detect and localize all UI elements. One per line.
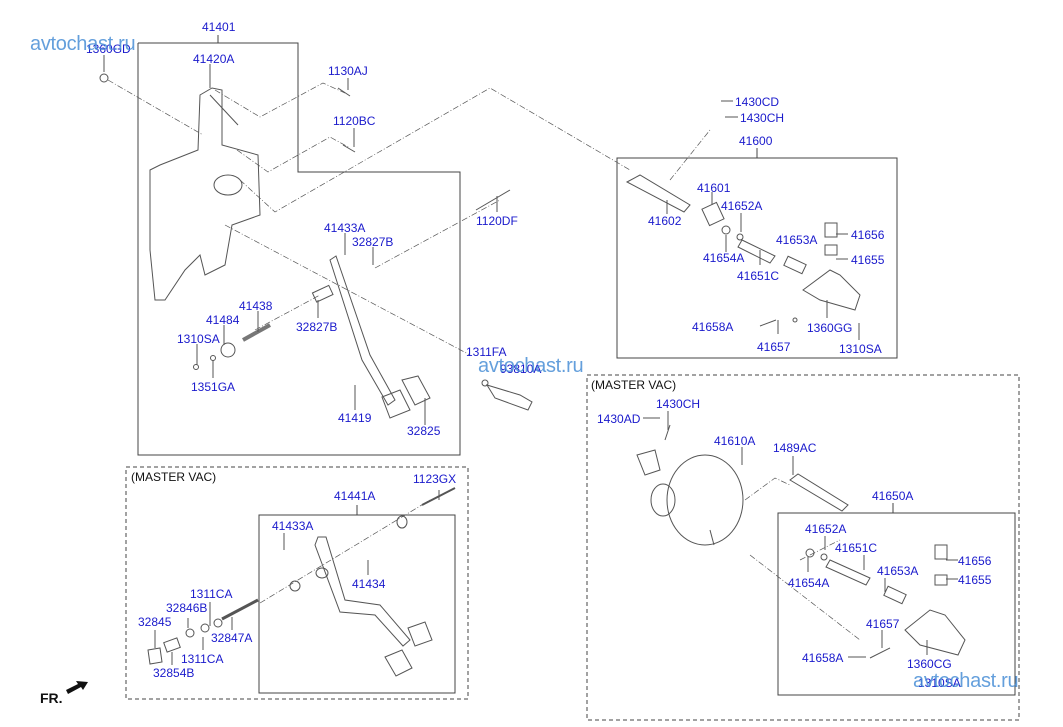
label-41602[interactable]: 41602 <box>648 214 682 228</box>
pedal-arm-master-vac <box>315 537 410 646</box>
label-41651C[interactable]: 41651C <box>737 269 780 283</box>
label-41656[interactable]: 41656 <box>851 228 885 242</box>
frame-41650A <box>778 513 1015 695</box>
label-32827B-top[interactable]: 32827B <box>352 235 394 249</box>
label-41655[interactable]: 41655 <box>851 253 885 267</box>
label-1310SA-top[interactable]: 1310SA <box>839 342 882 356</box>
label-93810A[interactable]: 93810A <box>500 362 542 376</box>
bolt-1120DF <box>476 190 510 210</box>
label-32847A[interactable]: 32847A <box>211 631 253 645</box>
label-32845[interactable]: 32845 <box>138 615 172 629</box>
front-direction-arrow-icon <box>66 681 88 694</box>
bracket-1489AC <box>790 474 848 511</box>
spring-41484 <box>221 343 235 357</box>
bolt-1130AJ <box>338 88 350 96</box>
label-1489AC[interactable]: 1489AC <box>773 441 817 455</box>
label-41658A-mv[interactable]: 41658A <box>802 651 844 665</box>
label-41653A-mv[interactable]: 41653A <box>877 564 919 578</box>
cylinder-body-41650A <box>905 610 965 655</box>
label-1351GA[interactable]: 1351GA <box>191 380 236 394</box>
nut-1360GD <box>100 74 108 82</box>
label-41610A[interactable]: 41610A <box>714 434 756 448</box>
label-41433A-mv[interactable]: 41433A <box>272 519 314 533</box>
label-41438[interactable]: 41438 <box>239 299 273 313</box>
label-41657-mv[interactable]: 41657 <box>866 617 900 631</box>
label-32854B[interactable]: 32854B <box>153 666 195 680</box>
label-41658A[interactable]: 41658A <box>692 320 734 334</box>
label-1360GD[interactable]: 1360GD <box>86 42 131 56</box>
pedal-pad <box>382 390 410 418</box>
label-41652A-mv[interactable]: 41652A <box>805 522 847 536</box>
label-1430AD[interactable]: 1430AD <box>597 412 641 426</box>
label-41419[interactable]: 41419 <box>338 411 372 425</box>
bracket-41420A <box>150 88 260 300</box>
section-title-master-vac-right: (MASTER VAC) <box>591 378 677 392</box>
label-41401[interactable]: 41401 <box>202 20 236 34</box>
label-1120DF[interactable]: 1120DF <box>476 214 518 228</box>
label-1123GX[interactable]: 1123GX <box>413 472 457 486</box>
front-direction-label: FR. <box>40 690 63 706</box>
label-41650A[interactable]: 41650A <box>872 489 914 503</box>
label-41434[interactable]: 41434 <box>352 577 386 591</box>
label-41484[interactable]: 41484 <box>206 313 240 327</box>
watermark: avtochast.ru <box>913 670 1019 692</box>
pedal-pad-32825 <box>402 376 430 405</box>
label-41655-mv[interactable]: 41655 <box>958 573 992 587</box>
label-41657[interactable]: 41657 <box>757 340 791 354</box>
label-1120BC[interactable]: 1120BC <box>333 114 376 128</box>
piston-41651C <box>738 240 775 263</box>
label-1310SA-mv[interactable]: 1310SA <box>918 676 961 690</box>
label-1311CA-bottom[interactable]: 1311CA <box>181 652 224 666</box>
cylinder-body-41600 <box>803 270 860 310</box>
label-41651C-mv[interactable]: 41651C <box>835 541 878 555</box>
pushrod-41602 <box>627 175 690 212</box>
label-41654A-mv[interactable]: 41654A <box>788 576 830 590</box>
label-41600[interactable]: 41600 <box>739 134 773 148</box>
label-32846B[interactable]: 32846B <box>166 601 208 615</box>
frame-41401 <box>138 43 460 455</box>
frame-master-vac-left <box>126 467 468 699</box>
label-41420A[interactable]: 41420A <box>193 52 235 66</box>
switch-93810A <box>487 385 532 410</box>
label-41433A[interactable]: 41433A <box>324 221 366 235</box>
brake-booster-41610A <box>667 455 743 545</box>
pedal-arm <box>330 256 395 405</box>
frame-41441A <box>259 515 455 693</box>
label-32827B[interactable]: 32827B <box>296 320 338 334</box>
label-1360GG[interactable]: 1360GG <box>807 321 853 335</box>
label-1360CG[interactable]: 1360CG <box>907 657 952 671</box>
bolt-1120BC <box>343 145 355 152</box>
label-41441A[interactable]: 41441A <box>334 489 376 503</box>
label-1430CH[interactable]: 1430CH <box>740 111 785 125</box>
label-41654A[interactable]: 41654A <box>703 251 745 265</box>
label-1430CD[interactable]: 1430CD <box>735 95 780 109</box>
label-1130AJ[interactable]: 1130AJ <box>328 64 368 78</box>
label-41652A[interactable]: 41652A <box>721 199 763 213</box>
label-1430CH-mv[interactable]: 1430CH <box>656 397 701 411</box>
watermark: avtochast.ru <box>30 33 136 55</box>
label-1311CA-top[interactable]: 1311CA <box>190 587 233 601</box>
label-41601[interactable]: 41601 <box>697 181 731 195</box>
label-1311FA[interactable]: 1311FA <box>466 345 507 359</box>
label-41656-mv[interactable]: 41656 <box>958 554 992 568</box>
label-41653A[interactable]: 41653A <box>776 233 818 247</box>
watermark: avtochast.ru <box>478 355 584 377</box>
label-1310SA[interactable]: 1310SA <box>177 332 220 346</box>
section-title-master-vac-left: (MASTER VAC) <box>131 470 217 484</box>
label-32825[interactable]: 32825 <box>407 424 441 438</box>
frame-master-vac-right <box>587 375 1019 720</box>
